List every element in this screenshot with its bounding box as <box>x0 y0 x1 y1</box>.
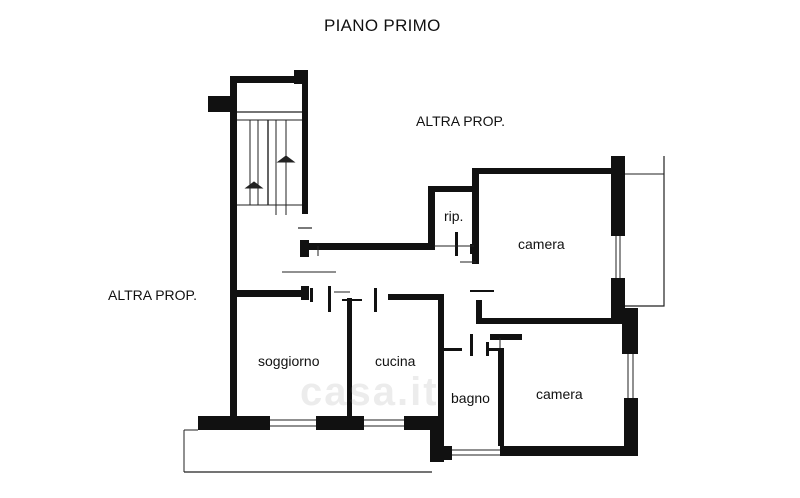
wall <box>300 243 434 250</box>
wall <box>622 308 638 354</box>
wall <box>310 288 313 302</box>
wall <box>342 299 362 301</box>
wall <box>302 76 308 214</box>
label-soggiorno: soggiorno <box>258 353 320 369</box>
wall <box>486 342 489 356</box>
wall <box>230 290 237 418</box>
label-camera-upper: camera <box>518 236 565 252</box>
wall <box>472 168 479 264</box>
label-cucina: cucina <box>375 353 416 369</box>
label-altra-prop-left: ALTRA PROP. <box>108 287 197 303</box>
watermark: casa.it <box>300 370 439 414</box>
wall <box>488 348 500 351</box>
wall <box>428 186 478 192</box>
wall <box>624 398 638 456</box>
wall <box>438 294 444 350</box>
label-bagno: bagno <box>451 390 490 406</box>
wall <box>230 76 308 83</box>
wall <box>490 334 522 340</box>
walls <box>198 70 638 462</box>
wall <box>301 286 309 300</box>
wall <box>438 348 444 446</box>
wall <box>472 168 622 174</box>
wall <box>230 76 237 298</box>
wall <box>300 240 309 257</box>
wall <box>470 244 473 254</box>
wall <box>500 446 638 456</box>
plan-title: PIANO PRIMO <box>324 16 441 35</box>
wall <box>611 278 625 322</box>
wall <box>230 290 308 297</box>
wall <box>498 348 504 446</box>
wall <box>476 300 482 324</box>
wall <box>374 288 377 312</box>
wall <box>428 188 435 250</box>
thin-lines <box>183 111 665 473</box>
wall <box>328 286 331 312</box>
wall <box>430 446 452 460</box>
wall <box>208 96 233 112</box>
wall <box>444 348 462 351</box>
wall <box>478 318 628 324</box>
label-camera-lower: camera <box>536 386 583 402</box>
wall <box>455 232 458 256</box>
wall <box>470 290 494 292</box>
wall <box>198 416 270 430</box>
wall <box>347 298 352 416</box>
label-rip: rip. <box>444 208 464 224</box>
wall <box>388 294 444 300</box>
wall <box>316 416 364 430</box>
wall <box>470 334 473 356</box>
label-altra-prop-top: ALTRA PROP. <box>416 113 505 129</box>
wall <box>611 156 625 236</box>
